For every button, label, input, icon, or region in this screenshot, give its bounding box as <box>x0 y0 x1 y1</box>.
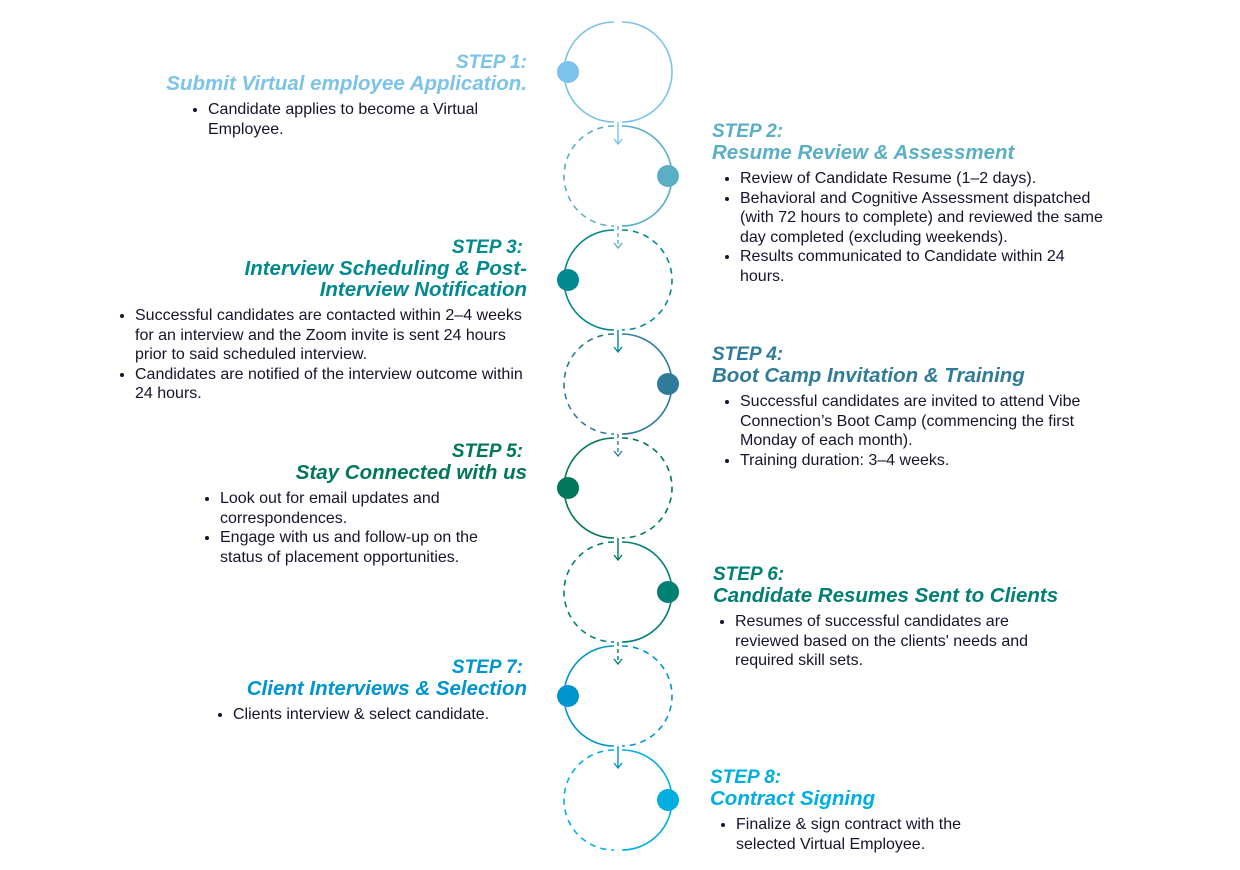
step-label: STEP 4: <box>712 344 784 365</box>
step-bullets: Candidate applies to become a Virtual Em… <box>190 100 526 139</box>
step-title: Contract Signing <box>710 787 876 810</box>
step-title: Candidate Resumes Sent to Clients <box>713 584 1059 607</box>
bullet: Resumes of successful candidates are rev… <box>735 612 1055 671</box>
bullet: Candidates are notified of the interview… <box>135 365 527 404</box>
step-title: Boot Camp Invitation & Training <box>712 364 1025 387</box>
arrow-down-icon <box>613 346 623 354</box>
step-5: STEP 5: Stay Connected with us Look out … <box>180 441 527 567</box>
step-8: STEP 8: Contract Signing Finalize & sign… <box>710 767 1110 854</box>
step-label: STEP 5: <box>451 441 523 462</box>
step-bullets: Successful candidates are contacted with… <box>117 306 527 404</box>
bullet: Behavioral and Cognitive Assessment disp… <box>740 189 1105 248</box>
step-label: STEP 7: <box>451 657 523 678</box>
bullet: Results communicated to Candidate within… <box>740 247 1105 286</box>
step-title: Submit Virtual employee Application. <box>166 72 527 95</box>
step-bullets: Finalize & sign contract with the select… <box>718 815 1006 854</box>
circle-left-arc <box>563 333 615 435</box>
arrow-down-icon <box>613 762 623 770</box>
bullet: Engage with us and follow-up on the stat… <box>220 528 520 567</box>
circle-left-arc <box>563 541 615 643</box>
step-6: STEP 6: Candidate Resumes Sent to Client… <box>713 564 1113 671</box>
step-marker-dot <box>657 373 679 395</box>
step-bullets: Successful candidates are invited to att… <box>722 392 1100 470</box>
step-bullets: Resumes of successful candidates are rev… <box>717 612 1055 671</box>
circle-right-arc <box>621 645 673 747</box>
arrow-down-icon <box>613 242 623 250</box>
step-marker-dot <box>557 477 579 499</box>
bullet: Look out for email updates and correspon… <box>220 489 520 528</box>
bullet: Review of Candidate Resume (1–2 days). <box>740 169 1105 189</box>
step-bullets: Look out for email updates and correspon… <box>202 489 520 567</box>
step-3: STEP 3: Interview Scheduling & Post-Inte… <box>100 237 527 404</box>
step-title: Interview Scheduling & Post-Interview No… <box>244 257 528 301</box>
step-title: Stay Connected with us <box>295 461 527 484</box>
circle-left-arc <box>563 125 615 227</box>
step-bullets: Review of Candidate Resume (1–2 days). B… <box>722 169 1105 287</box>
step-marker-dot <box>557 685 579 707</box>
arrow-down-icon <box>613 554 623 562</box>
bullet: Training duration: 3–4 weeks. <box>740 451 1100 471</box>
step-marker-dot <box>657 165 679 187</box>
arrow-down-icon <box>613 138 623 146</box>
arrow-down-icon <box>613 658 623 666</box>
step-label: STEP 3: <box>451 237 523 258</box>
circle-right-arc <box>621 21 673 123</box>
circle-right-arc <box>621 437 673 539</box>
circle-right-arc <box>621 229 673 331</box>
arrow-down-icon <box>613 450 623 458</box>
step-label: STEP 2: <box>712 121 784 142</box>
step-title: Resume Review & Assessment <box>712 141 1015 164</box>
step-marker-dot <box>657 789 679 811</box>
step-7: STEP 7: Client Interviews & Selection Cl… <box>180 657 527 725</box>
step-bullets: Clients interview & select candidate. <box>215 705 543 725</box>
step-title: Client Interviews & Selection <box>246 677 527 700</box>
step-4: STEP 4: Boot Camp Invitation & Training … <box>712 344 1112 470</box>
step-2: STEP 2: Resume Review & Assessment Revie… <box>712 121 1112 287</box>
step-label: STEP 8: <box>710 767 782 788</box>
step-marker-dot <box>557 269 579 291</box>
bullet: Successful candidates are invited to att… <box>740 392 1100 451</box>
bullet: Finalize & sign contract with the select… <box>736 815 1006 854</box>
bullet: Successful candidates are contacted with… <box>135 306 527 365</box>
step-marker-dot <box>557 61 579 83</box>
bullet: Clients interview & select candidate. <box>233 705 543 725</box>
step-label: STEP 1: <box>455 52 527 73</box>
step-label: STEP 6: <box>713 564 785 585</box>
bullet: Candidate applies to become a Virtual Em… <box>208 100 526 139</box>
step-marker-dot <box>657 581 679 603</box>
circle-left-arc <box>563 749 615 851</box>
step-1: STEP 1: Submit Virtual employee Applicat… <box>130 52 527 139</box>
